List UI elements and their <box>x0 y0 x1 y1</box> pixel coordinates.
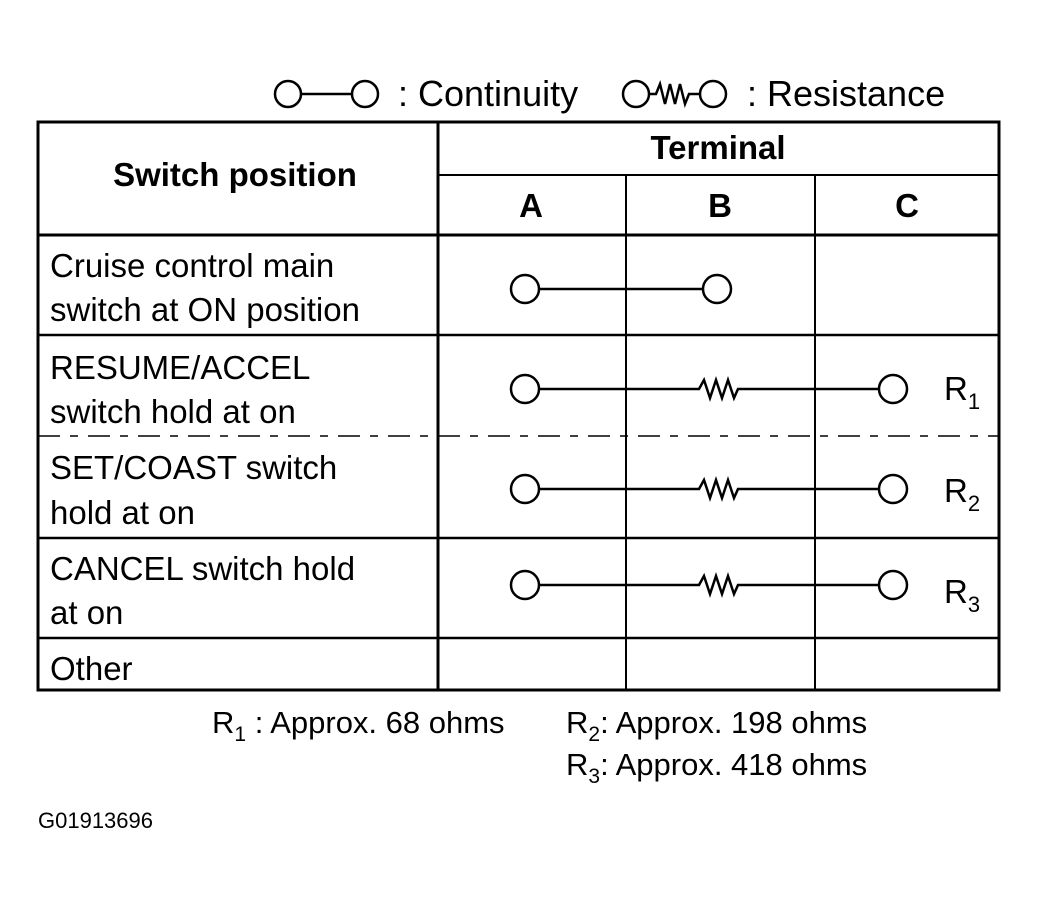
row-label-line: CANCEL switch hold <box>50 550 355 587</box>
row-label-line: at on <box>50 594 123 631</box>
note-r3: R3: Approx. 418 ohms <box>566 747 867 788</box>
continuity-legend-label: : Continuity <box>398 73 578 114</box>
resistance-symbol-icon <box>621 79 728 109</box>
resistor-wire-r1 <box>539 376 879 402</box>
terminal-point-a <box>509 569 541 601</box>
terminal-c-header: C <box>895 187 919 224</box>
row-label-line: hold at on <box>50 494 195 531</box>
terminal-point-c <box>877 569 909 601</box>
resistance-legend-label: : Resistance <box>747 73 945 114</box>
connections <box>509 273 909 601</box>
terminal-b-header: B <box>708 187 732 224</box>
terminal-header: Terminal <box>650 129 785 166</box>
figure-id: G01913696 <box>38 808 153 833</box>
row-label-line: switch at ON position <box>50 291 360 328</box>
row-label-line: RESUME/ACCEL <box>50 349 310 386</box>
terminal-point-b <box>701 273 733 305</box>
terminal-point-c <box>877 473 909 505</box>
resistor-label-r3: R3 <box>944 573 980 617</box>
terminal-a-header: A <box>519 187 543 224</box>
continuity-symbol-icon <box>273 79 380 109</box>
switch-position-header: Switch position <box>113 156 357 193</box>
resistor-label-r1: R1 <box>944 370 980 414</box>
row-label-line: switch hold at on <box>50 393 296 430</box>
row-label-line: Cruise control main <box>50 247 334 284</box>
table-grid <box>36 120 1001 692</box>
note-r2: R2: Approx. 198 ohms <box>566 705 867 746</box>
resistor-label-r2: R2 <box>944 472 980 516</box>
terminal-point-a <box>509 473 541 505</box>
legend: : Continuity : Resistance <box>273 73 945 114</box>
resistor-wire-r2 <box>539 476 879 502</box>
row-label-line: Other <box>50 650 133 687</box>
note-r1: R1 : Approx. 68 ohms <box>212 705 505 746</box>
row-label-line: SET/COAST switch <box>50 449 337 486</box>
resistor-wire-r3 <box>539 572 879 598</box>
terminal-point-a <box>509 373 541 405</box>
terminal-point-a <box>509 273 541 305</box>
terminal-point-c <box>877 373 909 405</box>
